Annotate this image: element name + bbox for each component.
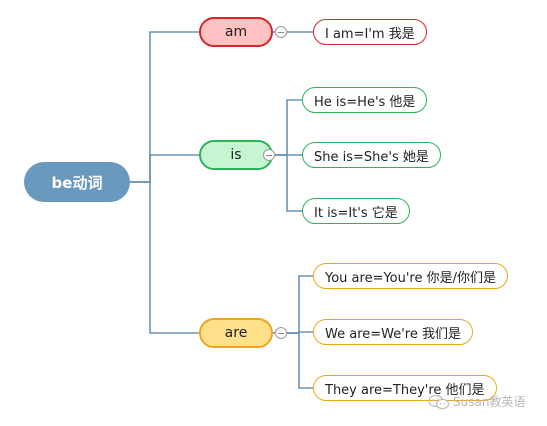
connector-are-leaf-0 <box>287 275 313 334</box>
watermark: Susan教英语 <box>428 393 525 410</box>
connector-root-to-is <box>130 154 199 183</box>
collapse-toggle-am[interactable] <box>275 26 287 38</box>
collapse-toggle-is[interactable] <box>263 149 275 161</box>
wechat-icon <box>428 394 450 409</box>
branch-node-is[interactable]: is <box>199 140 273 170</box>
connector-root-to-am <box>130 31 199 183</box>
leaf-node-you-are[interactable]: You are=You're 你是/你们是 <box>313 263 509 289</box>
connector-is-leaf-0 <box>275 99 302 156</box>
leaf-node-he-is[interactable]: He is=He's 他是 <box>302 87 428 113</box>
branch-node-are[interactable]: are <box>199 318 273 348</box>
leaf-node-it-is[interactable]: It is=It's 它是 <box>302 198 410 224</box>
branch-node-am[interactable]: am <box>199 17 273 47</box>
watermark-text: Susan教英语 <box>453 395 526 409</box>
connector-are-leaf-2 <box>287 332 313 389</box>
connector-is-leaf-2 <box>275 154 302 212</box>
leaf-node-i-am[interactable]: I am=I'm 我是 <box>313 19 427 45</box>
root-node-be-verb[interactable]: be动词 <box>24 162 130 202</box>
leaf-node-she-is[interactable]: She is=She's 她是 <box>302 142 441 168</box>
leaf-node-they-are[interactable]: They are=They're 他们是 <box>313 375 497 401</box>
connector-root-to-are <box>130 181 199 334</box>
collapse-toggle-are[interactable] <box>275 327 287 339</box>
leaf-node-we-are[interactable]: We are=We're 我们是 <box>313 319 473 345</box>
